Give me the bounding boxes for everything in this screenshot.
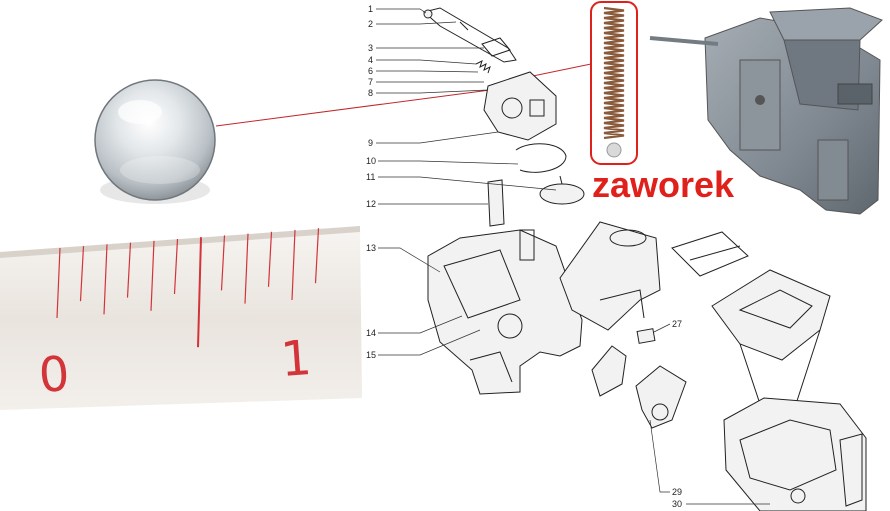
line-drawing-parts (422, 7, 867, 511)
callout-2: 2 (368, 19, 457, 29)
callout-8: 8 (368, 88, 489, 98)
spring-coils (603, 6, 625, 140)
spring-detail (590, 1, 638, 165)
svg-text:27: 27 (672, 319, 682, 329)
callout-9: 9 (368, 131, 499, 148)
callout-7: 7 (368, 77, 484, 87)
callout-14: 14 (366, 315, 463, 338)
spring-coil-path (603, 6, 625, 140)
callout-10: 10 (366, 156, 519, 166)
svg-text:4: 4 (368, 55, 373, 65)
callout-15: 15 (366, 329, 481, 360)
svg-text:2: 2 (368, 19, 373, 29)
callout-29: 29 (649, 419, 682, 497)
ruler-label-1: 1 (279, 330, 313, 388)
svg-text:15: 15 (366, 350, 376, 360)
callout-27: 27 (653, 319, 682, 333)
zaworek-caption: zaworek (592, 164, 735, 205)
svg-text:12: 12 (366, 199, 376, 209)
ruler-tick (173, 238, 179, 295)
callout-6: 6 (368, 66, 479, 76)
ruler-tick (103, 244, 108, 315)
connector-line-ball (215, 89, 491, 127)
ruler-tick (56, 247, 61, 319)
ruler-ticks (56, 228, 320, 348)
ruler-tick (150, 240, 155, 311)
callout-3: 3 (368, 43, 484, 53)
svg-text:3: 3 (368, 43, 373, 53)
svg-text:14: 14 (366, 328, 376, 338)
ruler-tick (79, 246, 85, 302)
svg-text:9: 9 (368, 138, 373, 148)
svg-text:13: 13 (366, 243, 376, 253)
svg-text:6: 6 (368, 66, 373, 76)
callout-12: 12 (366, 199, 488, 209)
glass-ball-photo (94, 79, 216, 204)
svg-text:1: 1 (368, 4, 373, 14)
ruler-tick (291, 229, 296, 301)
ruler-tick (126, 242, 132, 298)
svg-text:29: 29 (672, 487, 682, 497)
callout-1: 1 (368, 4, 427, 14)
svg-text:8: 8 (368, 88, 373, 98)
ruler-tick (244, 233, 249, 304)
callout-13: 13 (366, 243, 441, 273)
svg-text:10: 10 (366, 156, 376, 166)
ruler-tape-photo: 0 1 (0, 226, 362, 410)
ruler-tick (314, 228, 320, 284)
grey-part-photo (649, 7, 883, 215)
ruler-tick (220, 235, 226, 291)
callout-4: 4 (368, 55, 477, 65)
svg-text:7: 7 (368, 77, 373, 87)
callout-11: 11 (366, 172, 557, 191)
callout-30: 30 (672, 499, 770, 509)
svg-text:11: 11 (366, 172, 375, 182)
svg-text:30: 30 (672, 499, 682, 509)
ruler-label-0: 0 (37, 346, 71, 404)
callouts: 1 2 3 4 6 7 8 9 (366, 4, 770, 509)
ruler-tick (197, 237, 202, 348)
ruler-tick (267, 231, 273, 287)
